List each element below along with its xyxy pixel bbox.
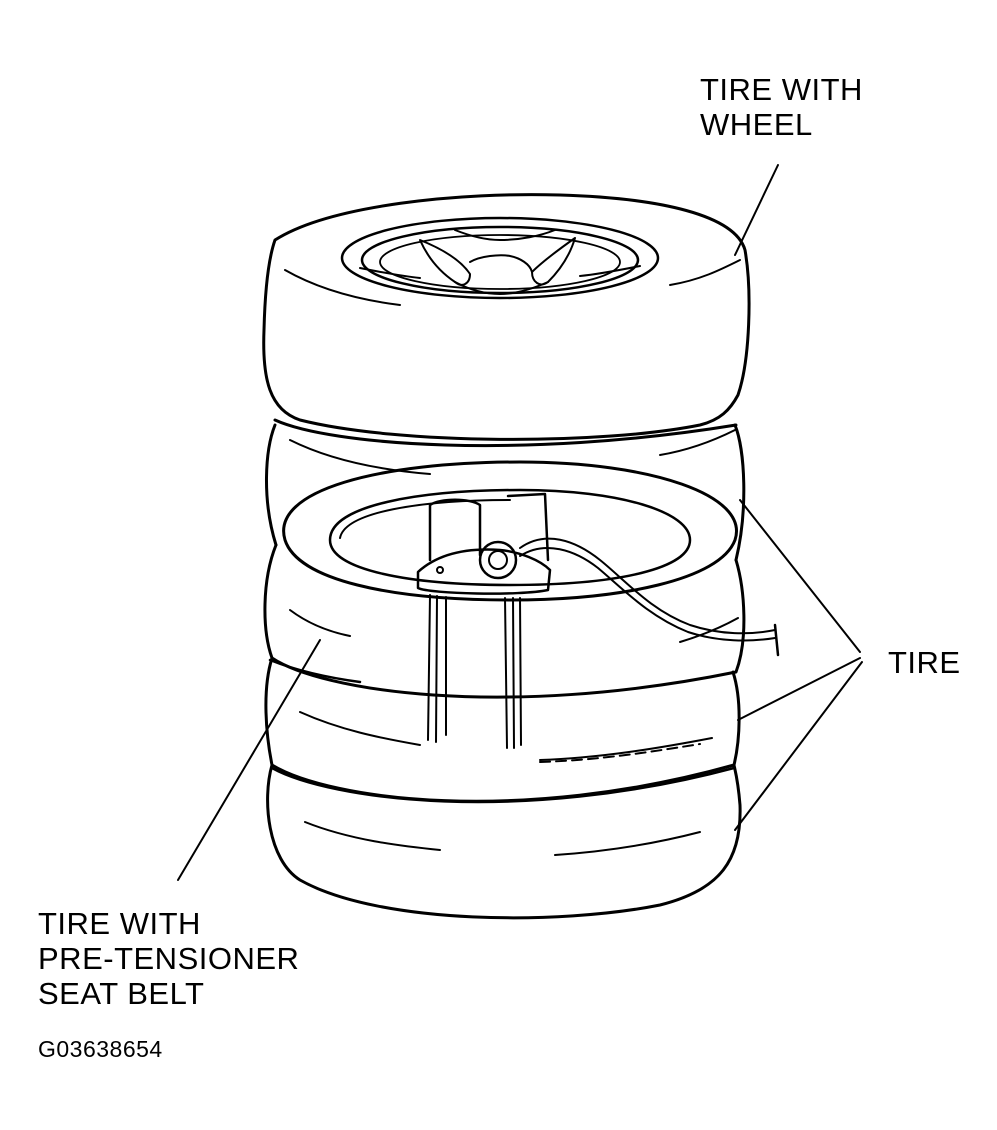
leader-tire-with-wheel bbox=[734, 164, 779, 256]
top-tire-with-wheel bbox=[262, 193, 751, 448]
leader-tire-lower bbox=[734, 661, 863, 831]
label-line: PRE-TENSIONER bbox=[38, 941, 300, 976]
leader-tire-with-pretensioner bbox=[177, 639, 321, 881]
label-line: TIRE WITH bbox=[700, 72, 863, 107]
label-tire-with-pretensioner: TIRE WITH PRE-TENSIONER SEAT BELT bbox=[38, 906, 299, 1011]
figure-code: G03638654 bbox=[38, 1036, 163, 1062]
pretensioner-tire bbox=[263, 543, 746, 699]
pretensioner-unit bbox=[416, 492, 780, 749]
label-line: TIRE WITH bbox=[38, 906, 201, 941]
upper-middle-tire bbox=[265, 423, 746, 602]
label-line: SEAT BELT bbox=[38, 976, 205, 1011]
leader-tire-upper bbox=[739, 499, 861, 653]
lower-middle-tire bbox=[264, 656, 741, 803]
leader-tire-middle bbox=[737, 657, 861, 721]
label-tire-with-wheel: TIRE WITH WHEEL bbox=[700, 72, 863, 142]
label-line: WHEEL bbox=[700, 107, 813, 142]
label-tire: TIRE bbox=[888, 645, 961, 680]
